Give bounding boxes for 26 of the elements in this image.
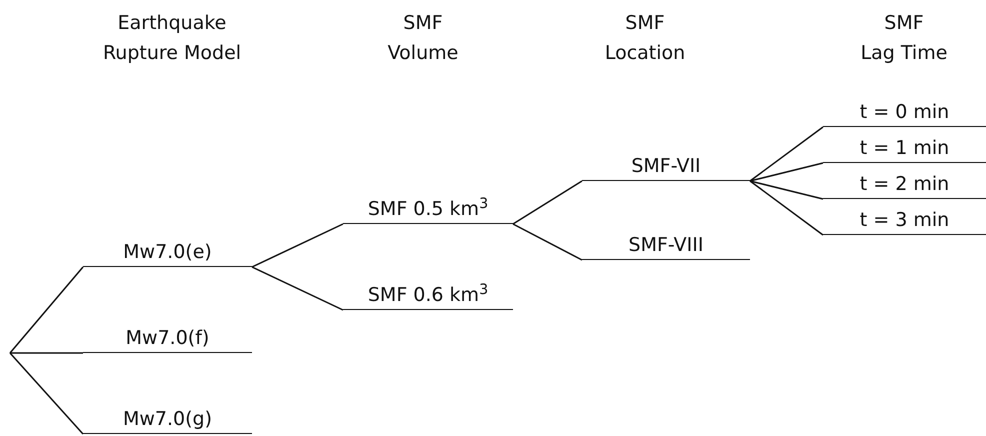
branch-line (512, 223, 582, 261)
branch-label: t = 3 min (823, 207, 986, 235)
branch-label: SMF-VII (582, 153, 750, 181)
branch-label: SMF-VIII (582, 232, 750, 260)
branch-line (252, 266, 344, 311)
branch-line (750, 180, 824, 200)
column-header: SMF Volume (386, 11, 460, 66)
column-header: Earthquake Rupture Model (102, 11, 242, 66)
branch-line (512, 180, 582, 225)
branch-label: Mw7.0(g) (83, 406, 252, 434)
branch-label: Mw7.0(f) (83, 325, 252, 353)
branch-line (750, 126, 824, 182)
branch-line (10, 352, 83, 354)
branch-line (750, 162, 824, 182)
branch-line (9, 266, 84, 354)
branch-label: SMF 0.6 km$^{3}$ (343, 282, 513, 310)
branch-line (252, 223, 344, 268)
branch-label: t = 2 min (823, 171, 986, 199)
branch-line (9, 352, 84, 434)
branch-label: t = 1 min (823, 135, 986, 163)
branch-label: SMF 0.5 km$^{3}$ (343, 196, 513, 224)
branch-label: Mw7.0(e) (83, 239, 252, 267)
branch-label: t = 0 min (823, 99, 986, 127)
column-header: SMF Location (604, 11, 686, 66)
branch-line (750, 180, 824, 236)
column-header: SMF Lag Time (860, 11, 948, 66)
